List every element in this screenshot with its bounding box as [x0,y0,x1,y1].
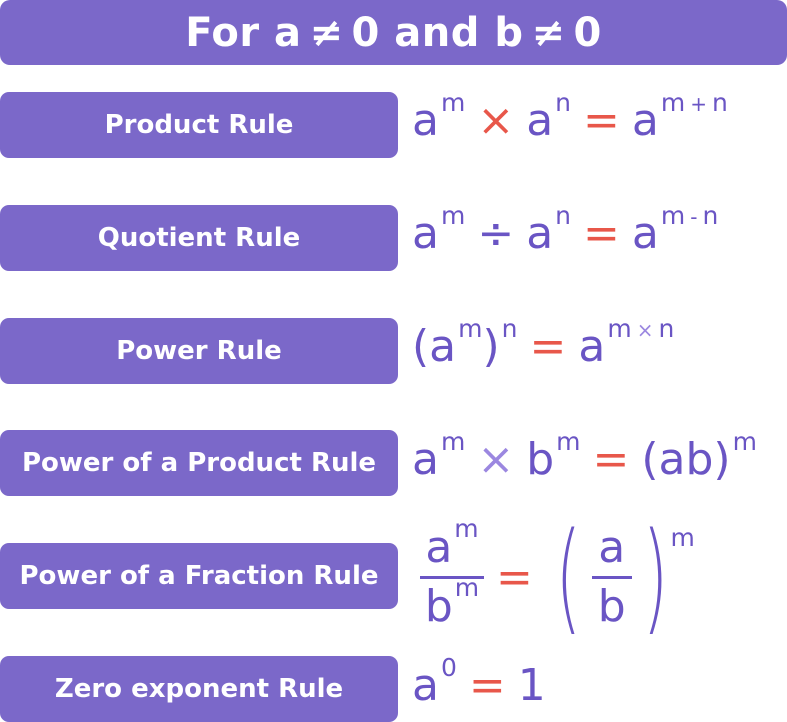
formula-base: a [429,321,457,372]
rule-label-text: Product Rule [104,110,294,140]
not-equal-symbol: ≠ [531,9,566,56]
formula-base: a [631,95,659,146]
formula-power: ( a m ) n = a m×n [412,314,674,372]
exponent-part: n [712,88,728,117]
fraction-numerator: a [598,526,625,570]
multiply-operator: × [477,434,515,485]
formula-exponent: m [454,514,479,543]
equals-operator: = [496,552,533,603]
exponent-part: n [658,314,675,343]
formula-base: a [412,208,439,259]
multiply-operator: × [477,95,515,146]
formula-base: a [425,522,453,573]
formula-exponent: m×n [607,314,674,343]
formula-rhs: 1 [517,660,546,711]
header-banner: For a ≠ 0 and b ≠ 0 [0,0,787,65]
exponent-operator: × [636,318,654,342]
big-paren-left: ( [555,507,582,647]
formula-base: a [631,208,659,259]
exponent-part: m [607,314,632,343]
header-text-after: 0 [573,9,602,56]
rule-label-power: Power Rule [0,318,398,384]
header-text-middle: 0 and b [351,9,524,56]
formula-base: b [597,581,626,632]
paren-right: ) [482,321,500,372]
formula-exponent: m+n [661,88,728,117]
formula-exponent: m [440,427,466,456]
formula-base: a [412,660,439,711]
rule-label-text: Power Rule [116,336,282,366]
fraction-denominator: b m [424,575,479,632]
divide-operator: ÷ [477,208,515,259]
formula-exponent: m [732,427,757,456]
big-paren-right: ) [642,507,668,647]
rule-label-zero-exponent: Zero exponent Rule [0,656,398,722]
formula-base: a [598,522,626,573]
exponent-operator: + [690,92,707,116]
exponent-part: m [660,88,686,117]
formula-quotient: a m ÷ a n = a m-n [412,201,718,259]
formula-base: a [526,95,554,146]
equals-operator: = [583,95,620,146]
formula-base: a [412,95,439,146]
formula-base: b [424,581,453,632]
equals-operator: = [583,208,620,259]
rule-label-product: Product Rule [0,92,398,158]
equals-operator: = [468,660,506,711]
formula-exponent: m [440,88,466,117]
formula-exponent: m [454,573,480,602]
rule-label-power-of-product: Power of a Product Rule [0,430,398,496]
formula-exponent: m [458,314,483,343]
exponent-part: m [660,201,686,230]
formula-zero-exponent: a 0 = 1 [412,653,546,711]
rule-label-text: Quotient Rule [97,223,301,253]
formula-power-of-fraction: a m b m = ( a b ) m [420,507,695,647]
formula-product: a m × a n = a m+n [412,88,728,146]
paren-left: ( [412,321,430,372]
fraction-denominator: b [598,585,626,629]
fraction-numerator: a m [425,516,478,573]
rule-label-text: Zero exponent Rule [54,674,344,704]
formula-power-of-product: a m × b m = (ab) m [412,427,757,485]
rule-label-text: Power of a Fraction Rule [19,561,379,591]
rule-label-power-of-fraction: Power of a Fraction Rule [0,543,398,609]
formula-exponent-outer: n [501,314,518,343]
formula-rhs: (ab) [641,434,731,485]
exponent-part: n [702,201,719,230]
fraction-bar [420,576,484,579]
header-text-before: For a [185,9,302,56]
exponent-operator: - [690,205,698,229]
equals-operator: = [529,321,567,372]
not-equal-symbol: ≠ [309,9,344,56]
formula-exponent: n [555,201,572,230]
fraction-bar [591,576,632,579]
formula-exponent: 0 [440,653,457,682]
formula-base: a [578,321,606,372]
rule-label-quotient: Quotient Rule [0,205,398,271]
formula-exponent: m [556,427,581,456]
formula-base: a [526,208,554,259]
formula-base: a [412,434,439,485]
fraction-lhs: a m b m [420,516,484,632]
formula-exponent: n [555,88,572,117]
formula-exponent-outer: m [670,523,695,552]
rule-label-text: Power of a Product Rule [21,448,377,478]
formula-exponent: m [440,201,466,230]
formula-exponent: m-n [661,201,718,230]
formula-base: b [526,434,555,485]
equals-operator: = [592,434,630,485]
fraction-rhs: a b [591,526,632,629]
